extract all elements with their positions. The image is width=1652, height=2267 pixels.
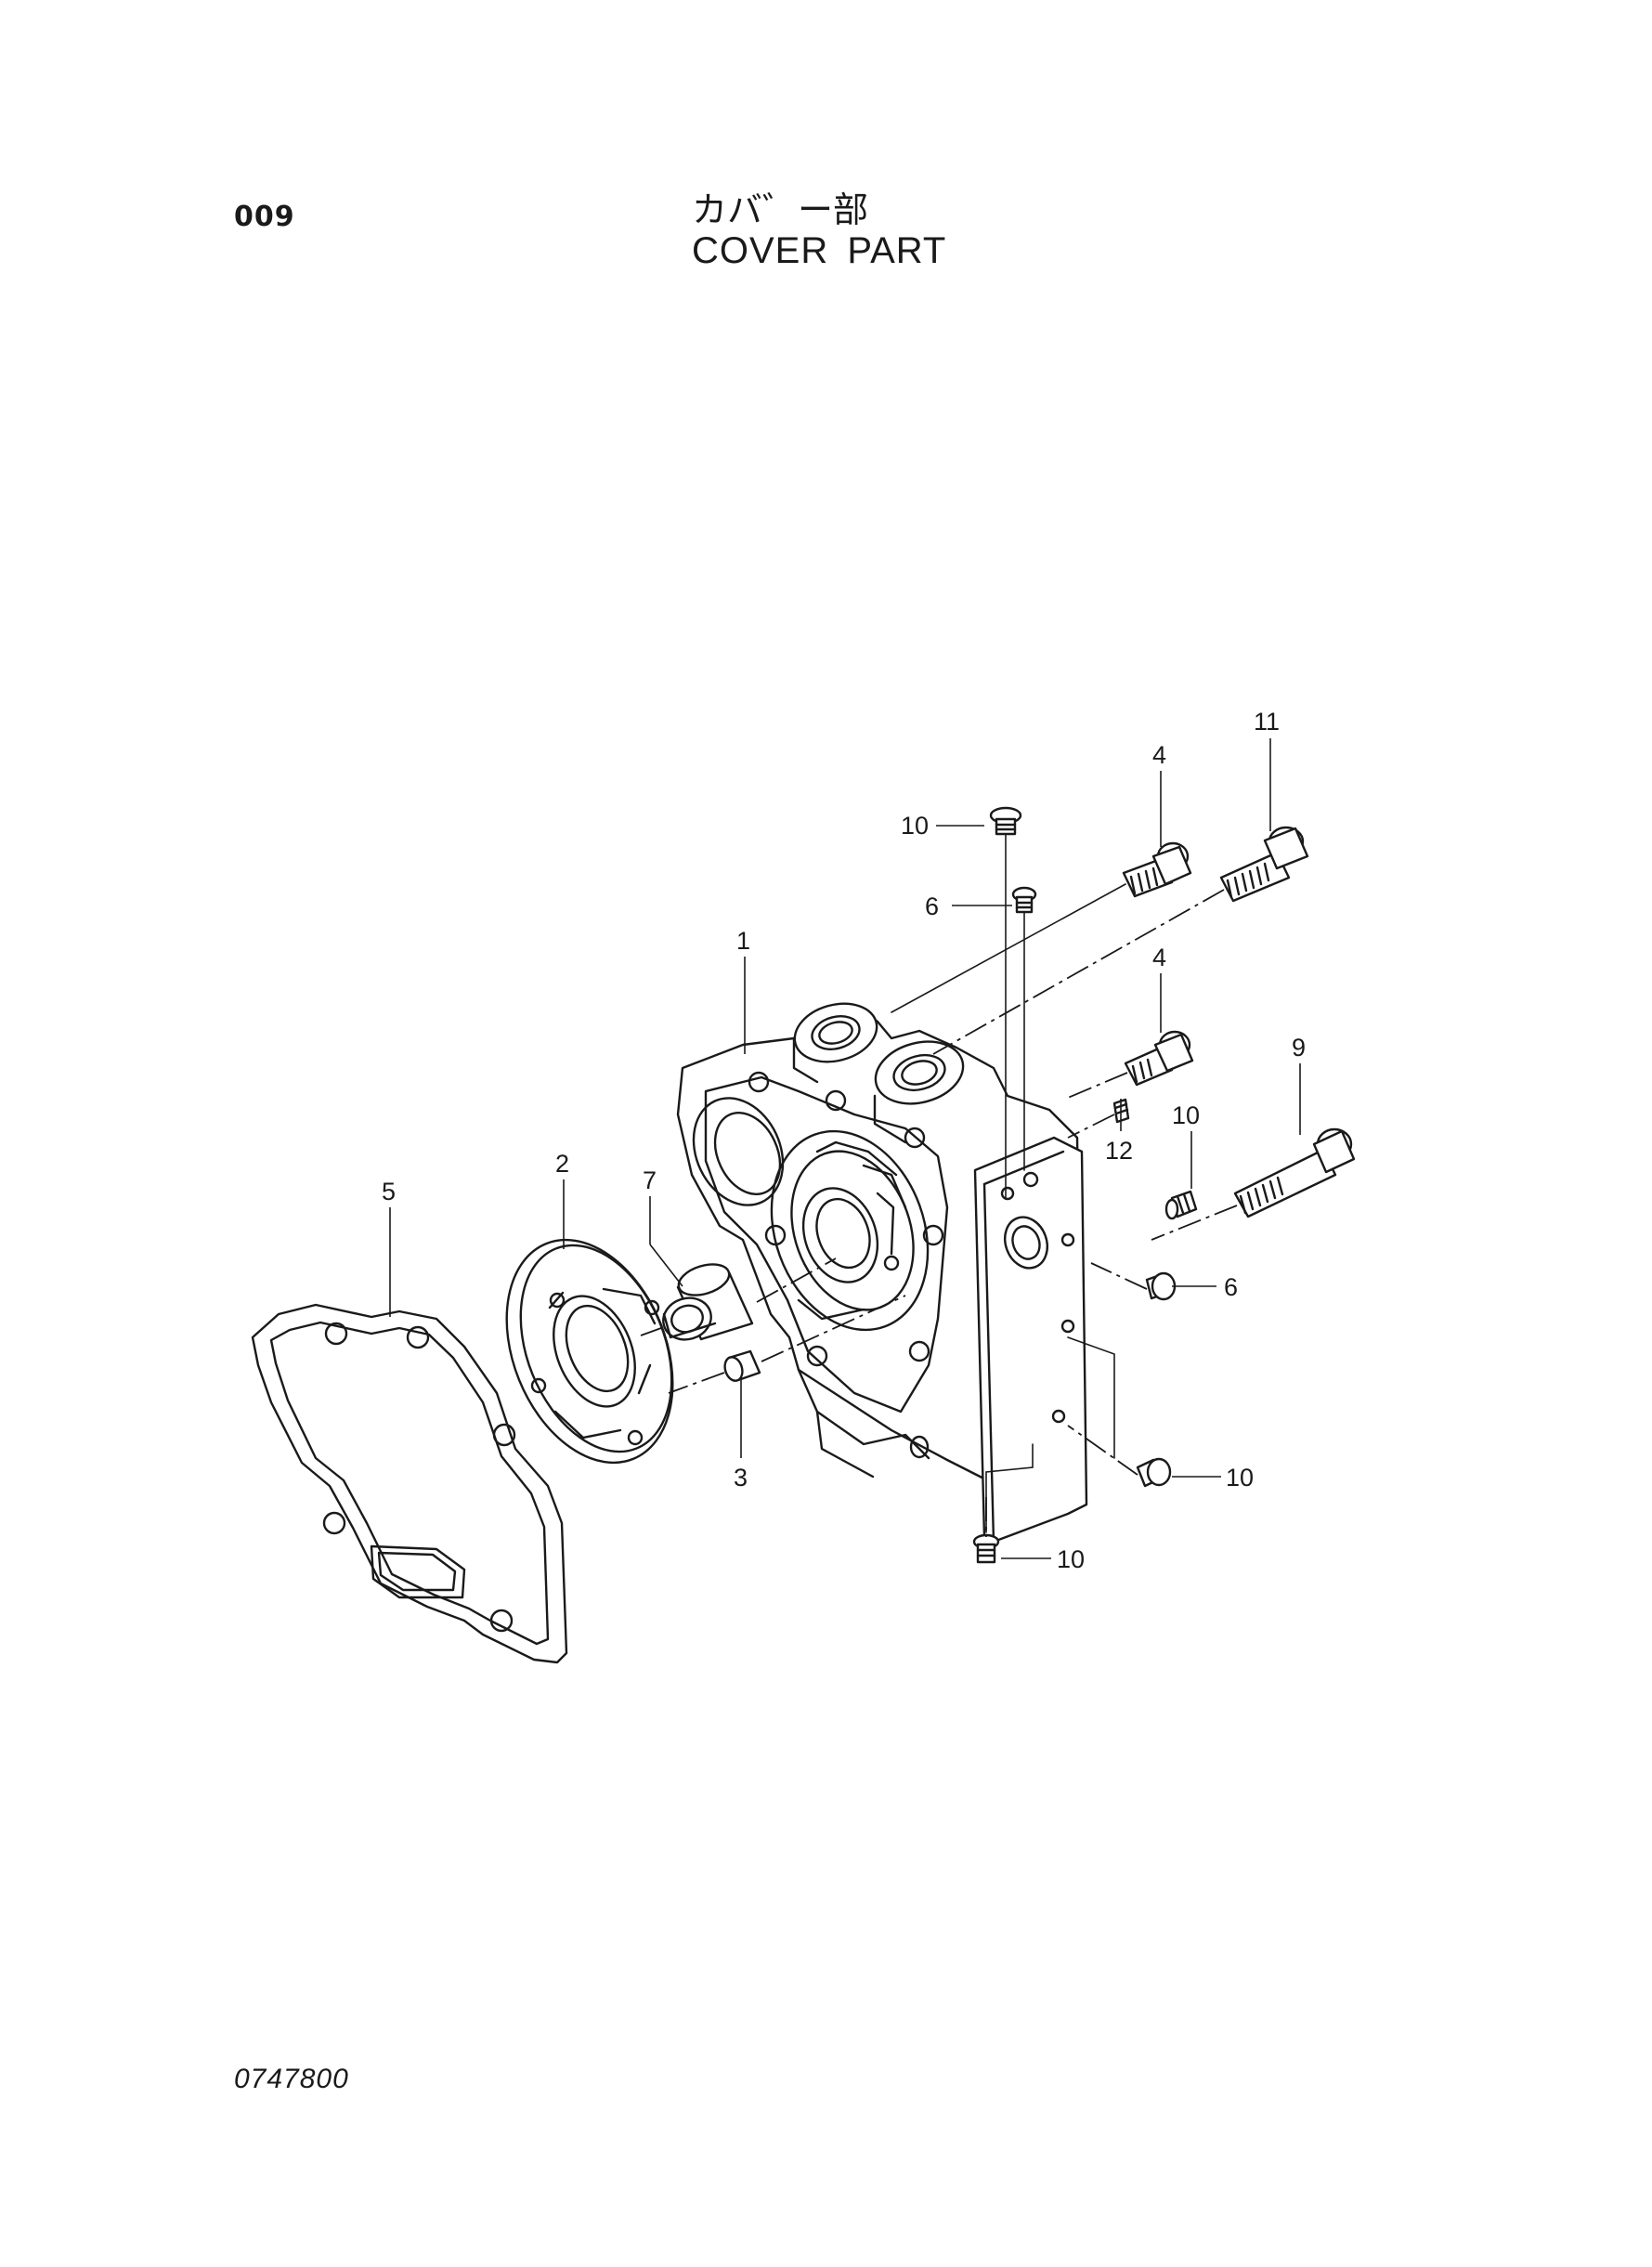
callout-10-top: 10 <box>901 812 929 840</box>
callout-1: 1 <box>736 927 750 955</box>
callout-4-lower: 4 <box>1152 944 1166 971</box>
callout-numbers: 1 2 3 4 4 5 6 6 7 9 10 10 10 10 11 12 <box>382 708 1306 1573</box>
page-title: COVER PART <box>692 230 947 271</box>
callout-2: 2 <box>555 1150 569 1178</box>
callout-10-mid: 10 <box>1172 1101 1200 1129</box>
callout-9: 9 <box>1292 1034 1306 1062</box>
page-number: 009 <box>234 201 295 233</box>
callout-10-right: 10 <box>1226 1464 1254 1492</box>
cover-housing-icon[interactable] <box>676 995 1088 1544</box>
gasket-icon[interactable] <box>251 1303 568 1664</box>
pin-icon[interactable] <box>722 1349 761 1383</box>
callout-leaders <box>389 738 1301 1559</box>
callout-4-upper: 4 <box>1152 741 1166 769</box>
callout-11: 11 <box>1254 708 1280 736</box>
callout-12: 12 <box>1105 1137 1133 1165</box>
callout-6-upper: 6 <box>925 892 939 920</box>
drawing-code: 0747800 <box>234 2064 349 2094</box>
callout-5: 5 <box>382 1178 396 1205</box>
page-title-japanese: カバ゛ー部 <box>692 189 869 230</box>
plug-icon[interactable] <box>972 806 1198 1564</box>
assembly-axis-lines <box>640 833 1238 1537</box>
valve-plate-icon[interactable] <box>475 1215 704 1487</box>
callout-6-right: 6 <box>1224 1273 1238 1301</box>
callout-10-bottom: 10 <box>1057 1545 1085 1573</box>
bushing-icon[interactable] <box>658 1258 754 1345</box>
callout-3: 3 <box>734 1464 748 1492</box>
bolt-icon[interactable] <box>1122 826 1356 1218</box>
callout-7: 7 <box>643 1166 657 1194</box>
